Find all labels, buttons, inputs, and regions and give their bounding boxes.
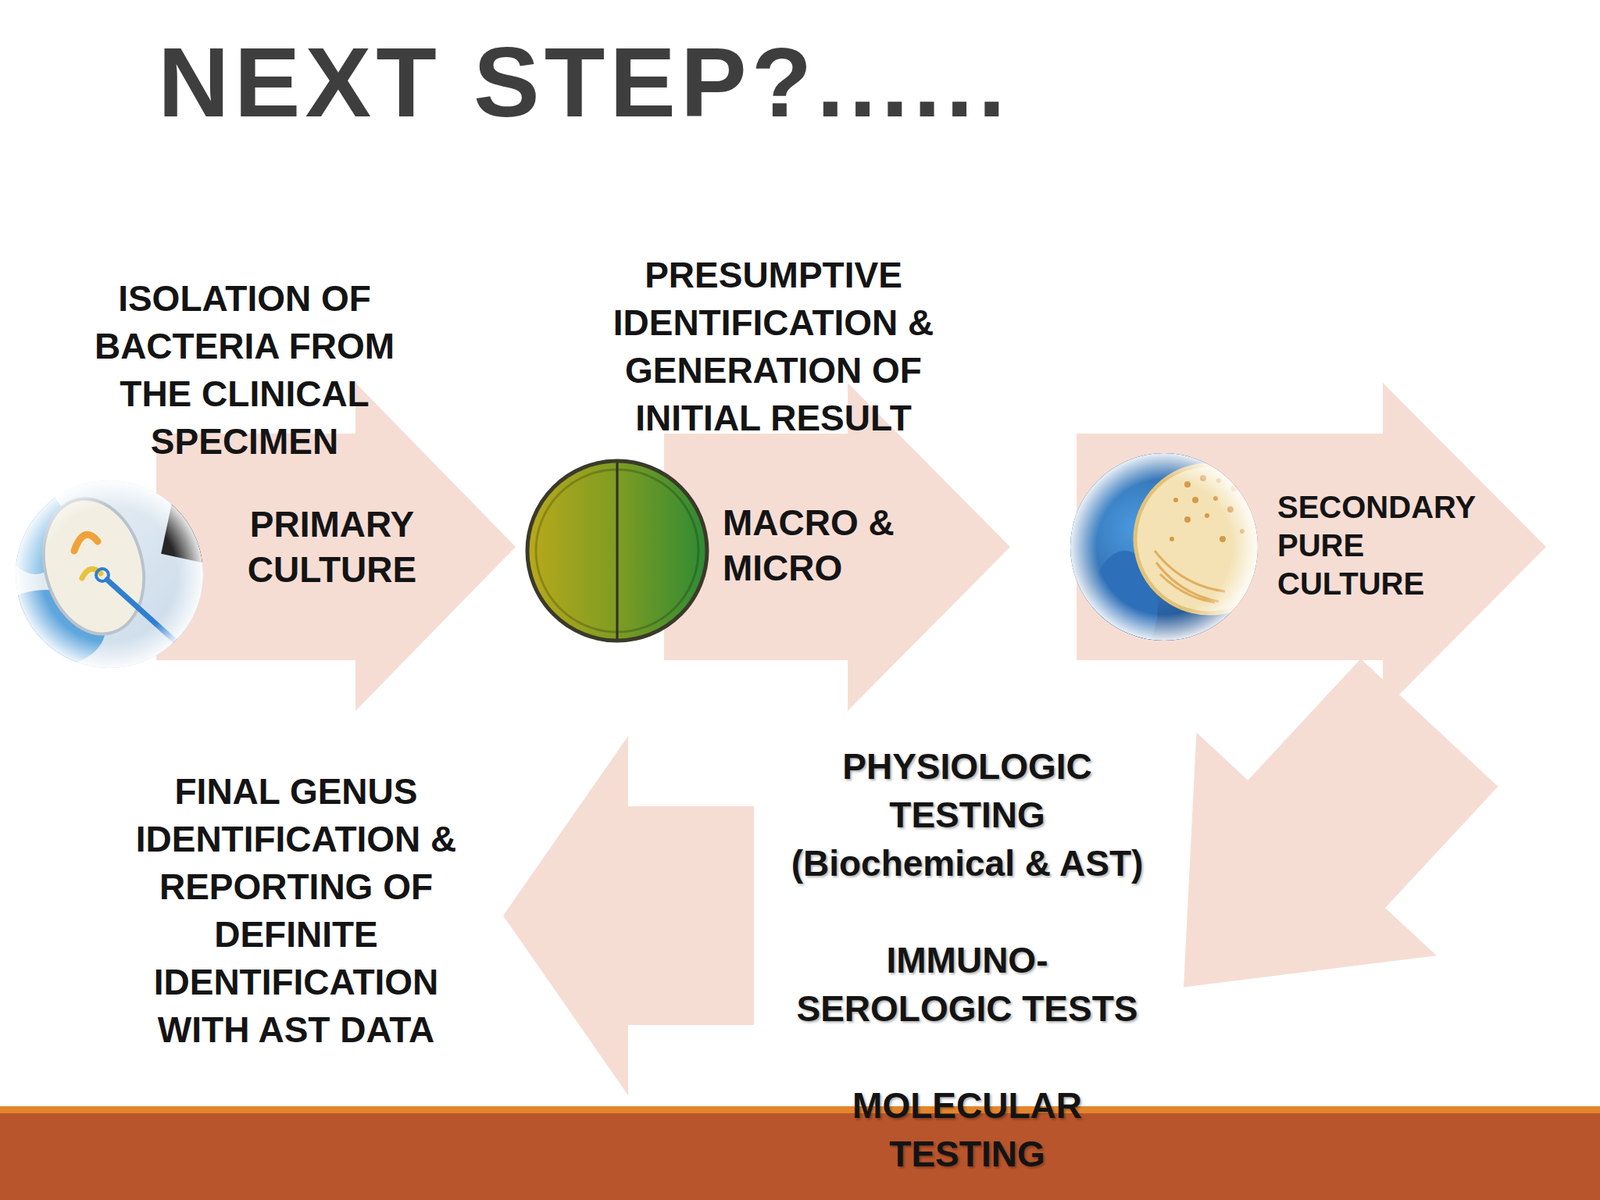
- petri-dish: [1135, 464, 1284, 614]
- glove: [0, 589, 106, 668]
- photo-fade: [1070, 453, 1258, 641]
- block-arrow: [1183, 658, 1499, 987]
- colony-photo: [1070, 453, 1284, 661]
- agar-plate-photo: [527, 460, 708, 641]
- step-heading: PRESUMPTIVE IDENTIFICATION & GENERATION …: [601, 251, 946, 443]
- chevron-arrow: PRESUMPTIVE IDENTIFICATION & GENERATION …: [531, 234, 1032, 727]
- text-slot: SECONDARY PURE CULTURE: [1277, 488, 1497, 604]
- slide-title: NEXT STEP?......: [157, 32, 1252, 133]
- agar-plate: [527, 460, 708, 641]
- text-slot: NEXT STEP?......: [157, 32, 1252, 133]
- text-slot: FINAL GENUS IDENTIFICATION & REPORTING O…: [124, 767, 468, 1054]
- plate-rim: [535, 469, 699, 633]
- loop-tip: [96, 568, 109, 582]
- plate-divider: [616, 462, 619, 640]
- step-label: SECONDARY PURE CULTURE: [1277, 488, 1497, 604]
- step-label: MACRO & MICRO: [722, 500, 918, 591]
- text-slot: PRIMARY CULTURE: [234, 501, 430, 593]
- accent-line: [0, 1106, 1600, 1114]
- text-slot: MACRO & MICRO: [722, 500, 918, 591]
- colonies: [1169, 475, 1261, 543]
- test-list: PHYSIOLOGIC TESTING (Biochemical & AST) I…: [760, 742, 1175, 1188]
- step-label: FINAL GENUS IDENTIFICATION & REPORTING O…: [124, 767, 468, 1054]
- culture-streak: [82, 568, 101, 579]
- text-slot: IMMUNO- SEROLOGIC TESTS: [775, 935, 1159, 1033]
- petri-dish: [28, 487, 158, 646]
- glove: [1092, 550, 1158, 661]
- culture-streak: [1154, 550, 1225, 603]
- photo-fade: [15, 480, 204, 668]
- text-slot: PHYSIOLOGIC TESTING (Biochemical & AST): [775, 742, 1159, 888]
- step-label: IMMUNO- SEROLOGIC TESTS: [775, 935, 1159, 1033]
- instrument: [160, 485, 218, 563]
- block-arrow: [503, 735, 754, 1096]
- photo-ground: [1070, 453, 1258, 641]
- photo-ground: [15, 480, 204, 668]
- text-slot: PRESUMPTIVE IDENTIFICATION & GENERATION …: [601, 251, 946, 443]
- result-box: FINAL GENUS IDENTIFICATION & REPORTING O…: [100, 767, 492, 1064]
- lab-photo: [0, 480, 218, 668]
- footer-band: [0, 1113, 1600, 1200]
- inoculating-loop: [107, 579, 188, 653]
- culture-streak: [74, 534, 98, 551]
- step-heading: ISOLATION OF BACTERIA FROM THE CLINICAL …: [88, 275, 401, 466]
- text-slot: ISOLATION OF BACTERIA FROM THE CLINICAL …: [88, 275, 401, 466]
- step-label: PHYSIOLOGIC TESTING (Biochemical & AST): [775, 742, 1159, 888]
- glove: [3, 488, 67, 575]
- chevron-arrow: SECONDARY PURE CULTURE: [1046, 367, 1579, 727]
- step-label: PRIMARY CULTURE: [234, 501, 430, 593]
- text-slot: MOLECULAR TESTING: [775, 1081, 1159, 1179]
- step-label: MOLECULAR TESTING: [775, 1081, 1159, 1179]
- arrow-fill: [1076, 382, 1547, 711]
- chevron-arrow: ISOLATION OF BACTERIA FROM THE CLINICAL …: [0, 257, 540, 727]
